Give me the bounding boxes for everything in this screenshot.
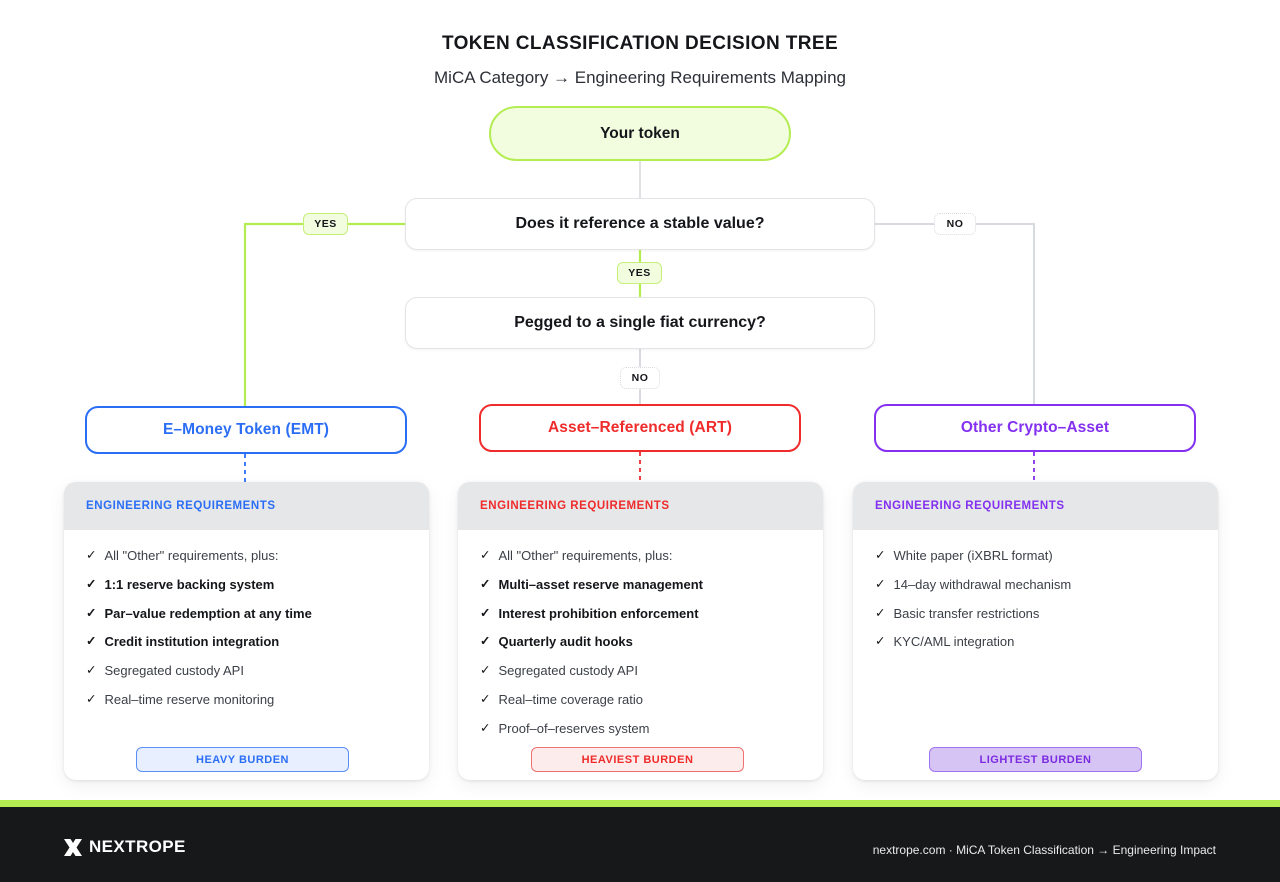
brand-name: NEXTROPE: [89, 837, 186, 856]
check-icon: ✓: [86, 634, 97, 649]
requirement-label: 1:1 reserve backing system: [104, 576, 275, 592]
check-icon: ✓: [480, 634, 491, 649]
requirement-item: ✓ White paper (iXBRL format): [875, 548, 1196, 564]
requirement-item: ✓ KYC/AML integration: [875, 634, 1196, 650]
requirement-item: ✓ All "Other" requirements, plus:: [480, 548, 801, 564]
edge-label-q2-yes: YES: [617, 262, 662, 284]
footer: NEXTROPE nextrope.com · MiCA Token Class…: [0, 807, 1280, 882]
node-question-stable-value[interactable]: Does it reference a stable value?: [405, 198, 875, 250]
check-icon: ✓: [86, 576, 97, 591]
edge-label-q1-no: NO: [934, 213, 976, 235]
burden-badge-art: HEAVIEST BURDEN: [531, 747, 744, 772]
check-icon: ✓: [86, 691, 97, 706]
check-icon: ✓: [875, 548, 886, 562]
requirement-item: ✓ Credit institution integration: [86, 634, 407, 650]
panel-header-art: ENGINEERING REQUIREMENTS: [458, 482, 823, 530]
check-icon: ✓: [480, 663, 491, 677]
requirement-label: Segregated custody API: [498, 663, 638, 678]
check-icon: ✓: [875, 576, 886, 591]
check-icon: ✓: [86, 548, 97, 562]
check-icon: ✓: [875, 605, 886, 620]
requirement-item: ✓ Par–value redemption at any time: [86, 606, 407, 622]
check-icon: ✓: [480, 576, 491, 591]
requirements-panel-emt: ENGINEERING REQUIREMENTS ✓ All "Other" re…: [64, 482, 429, 780]
burden-badge-other: LIGHTEST BURDEN: [929, 747, 1142, 772]
requirements-list-art: ✓ All "Other" requirements, plus: ✓ Multi–a…: [458, 530, 823, 737]
footer-note: nextrope.com · MiCA Token Classification…: [872, 843, 1216, 857]
node-question-single-fiat[interactable]: Pegged to a single fiat currency?: [405, 297, 875, 349]
requirements-panel-other: ENGINEERING REQUIREMENTS ✓ White paper (i…: [853, 482, 1218, 780]
node-root-your-token[interactable]: Your token: [489, 106, 791, 161]
node-category-emt[interactable]: E–Money Token (EMT): [85, 406, 407, 454]
requirements-list-emt: ✓ All "Other" requirements, plus: ✓ 1:1 res…: [64, 530, 429, 708]
burden-badge-emt: HEAVY BURDEN: [136, 747, 349, 772]
requirement-item: ✓ Quarterly audit hooks: [480, 634, 801, 650]
requirement-label: 14–day withdrawal mechanism: [893, 576, 1072, 592]
check-icon: ✓: [86, 663, 97, 677]
accent-bar: [0, 800, 1280, 807]
node-category-art[interactable]: Asset–Referenced (ART): [479, 404, 801, 452]
requirement-item: ✓ Interest prohibition enforcement: [480, 606, 801, 622]
check-icon: ✓: [480, 548, 491, 562]
requirement-label: Quarterly audit hooks: [498, 634, 633, 650]
panel-header-emt: ENGINEERING REQUIREMENTS: [64, 482, 429, 530]
requirement-label: Real–time reserve monitoring: [104, 691, 275, 707]
requirement-label: Interest prohibition enforcement: [498, 605, 699, 621]
requirement-item: ✓ Real–time reserve monitoring: [86, 692, 407, 708]
check-icon: ✓: [480, 691, 491, 706]
requirement-item: ✓ Segregated custody API: [86, 663, 407, 679]
requirement-label: All "Other" requirements, plus:: [498, 548, 673, 563]
edge-label-q2-no: NO: [620, 367, 660, 389]
requirement-item: ✓ All "Other" requirements, plus:: [86, 548, 407, 564]
requirement-item: ✓ Segregated custody API: [480, 663, 801, 679]
page-subtitle: MiCA Category → Engineering Requirements…: [434, 68, 846, 87]
requirements-panel-art: ENGINEERING REQUIREMENTS ✓ All "Other" re…: [458, 482, 823, 780]
requirement-label: Credit institution integration: [104, 634, 280, 650]
requirement-label: Multi–asset reserve management: [498, 576, 703, 592]
requirement-item: ✓ Multi–asset reserve management: [480, 577, 801, 593]
requirement-label: White paper (iXBRL format): [893, 548, 1053, 563]
requirement-label: All "Other" requirements, plus:: [104, 548, 279, 563]
check-icon: ✓: [480, 605, 491, 620]
requirement-label: Par–value redemption at any time: [104, 605, 312, 621]
requirement-label: Real–time coverage ratio: [498, 691, 644, 707]
check-icon: ✓: [875, 634, 886, 649]
brand-logo[interactable]: NEXTROPE: [63, 837, 186, 857]
requirement-item: ✓ Basic transfer restrictions: [875, 606, 1196, 622]
requirement-label: Basic transfer restrictions: [893, 605, 1040, 621]
requirement-item: ✓ 1:1 reserve backing system: [86, 577, 407, 593]
edge-label-q1-yes: YES: [303, 213, 348, 235]
requirement-item: ✓ Proof–of–reserves system: [480, 721, 801, 737]
check-icon: ✓: [86, 605, 97, 620]
node-category-other[interactable]: Other Crypto–Asset: [874, 404, 1196, 452]
page-title: TOKEN CLASSIFICATION DECISION TREE: [441, 33, 839, 54]
requirement-label: Segregated custody API: [104, 663, 244, 678]
requirement-label: Proof–of–reserves system: [498, 720, 650, 736]
requirement-item: ✓ 14–day withdrawal mechanism: [875, 577, 1196, 593]
requirement-item: ✓ Real–time coverage ratio: [480, 692, 801, 708]
nextrope-x-icon: [64, 838, 82, 856]
panel-header-other: ENGINEERING REQUIREMENTS: [853, 482, 1218, 530]
requirements-list-other: ✓ White paper (iXBRL format) ✓ 14–day withd…: [853, 530, 1218, 651]
requirement-label: KYC/AML integration: [893, 634, 1015, 650]
check-icon: ✓: [480, 720, 491, 735]
